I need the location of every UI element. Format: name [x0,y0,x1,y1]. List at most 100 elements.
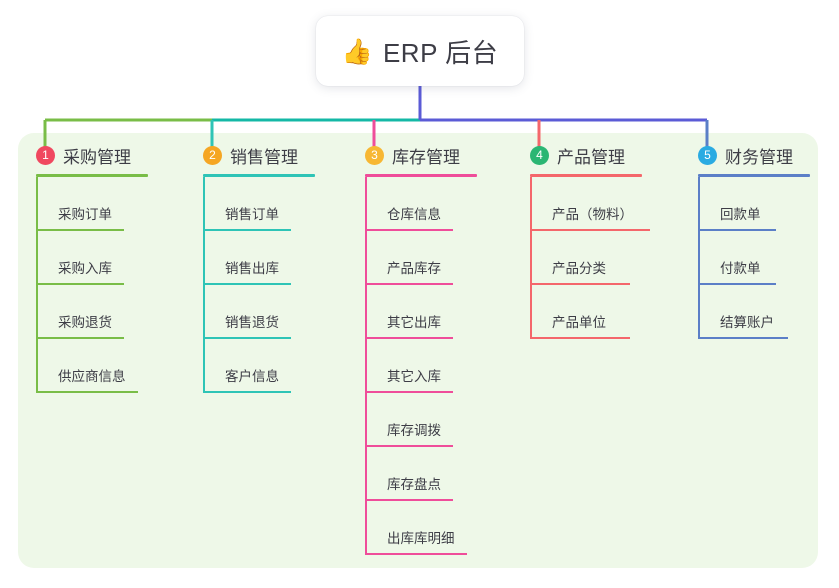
leaf-underline [530,283,630,285]
column-header[interactable]: 4 产品管理 [530,143,690,167]
list-item[interactable]: 库存调拨 [365,393,515,447]
leaf-underline [365,283,453,285]
leaf-label: 其它出库 [387,315,441,330]
column-header[interactable]: 1 采购管理 [36,143,186,167]
list-item[interactable]: 出库库明细 [365,501,515,555]
leaf-label: 结算账户 [720,315,774,330]
leaf-label: 采购入库 [58,261,112,276]
branch-trunk [698,177,700,339]
leaf-label: 其它入库 [387,369,441,384]
leaf-underline [365,229,453,231]
branch-items: 采购订单 采购入库 采购退货 供应商信息 [36,177,186,393]
branch-column-finance: 5 财务管理 回款单 付款单 结算账户 [698,143,828,339]
list-item[interactable]: 产品分类 [530,231,690,285]
leaf-underline [530,337,630,339]
branch-column-sales: 2 销售管理 销售订单 销售出库 销售退货 客户信息 [203,143,353,393]
list-item[interactable]: 采购订单 [36,177,186,231]
leaf-underline [36,391,138,393]
list-item[interactable]: 库存盘点 [365,447,515,501]
column-underline [365,174,477,177]
list-item[interactable]: 仓库信息 [365,177,515,231]
list-item[interactable]: 其它出库 [365,285,515,339]
leaf-label: 销售出库 [225,261,279,276]
branch-trunk [203,177,205,393]
column-underline [698,174,810,177]
column-badge-number: 2 [203,145,222,165]
list-item[interactable]: 回款单 [698,177,828,231]
branches-panel [18,133,818,568]
leaf-label: 产品（物料） [552,207,633,222]
list-item[interactable]: 付款单 [698,231,828,285]
leaf-label: 销售退货 [225,315,279,330]
branch-column-purchasing: 1 采购管理 采购订单 采购入库 采购退货 供应商信息 [36,143,186,393]
branch-items: 回款单 付款单 结算账户 [698,177,828,339]
leaf-label: 出库库明细 [387,531,455,546]
root-node[interactable]: 👍 ERP 后台 [316,16,524,86]
column-badge-number: 4 [530,145,549,165]
leaf-underline [203,229,291,231]
list-item[interactable]: 结算账户 [698,285,828,339]
leaf-label: 付款单 [720,261,761,276]
leaf-underline [36,337,124,339]
leaf-underline [530,229,650,231]
column-title: 产品管理 [557,147,625,167]
column-title: 财务管理 [725,147,793,167]
leaf-label: 产品分类 [552,261,606,276]
column-underline [203,174,315,177]
leaf-label: 采购订单 [58,207,112,222]
list-item[interactable]: 其它入库 [365,339,515,393]
list-item[interactable]: 产品（物料） [530,177,690,231]
column-badge-number: 5 [698,145,717,165]
branch-items: 产品（物料） 产品分类 产品单位 [530,177,690,339]
column-title: 销售管理 [230,147,298,167]
list-item[interactable]: 采购退货 [36,285,186,339]
thumbs-up-icon: 👍 [341,36,373,66]
branch-trunk [530,177,532,339]
column-header[interactable]: 2 销售管理 [203,143,353,167]
list-item[interactable]: 销售出库 [203,231,353,285]
list-item[interactable]: 销售退货 [203,285,353,339]
branch-trunk [36,177,38,393]
leaf-underline [36,283,124,285]
branch-items: 销售订单 销售出库 销售退货 客户信息 [203,177,353,393]
leaf-underline [36,229,124,231]
leaf-underline [365,499,453,501]
list-item[interactable]: 销售订单 [203,177,353,231]
column-badge-number: 1 [36,145,55,165]
branch-column-inventory: 3 库存管理 仓库信息 产品库存 其它出库 其它入库 库存调拨 [365,143,515,555]
column-badge-number: 3 [365,145,384,165]
leaf-underline [698,337,788,339]
leaf-label: 销售订单 [225,207,279,222]
list-item[interactable]: 供应商信息 [36,339,186,393]
leaf-underline [365,553,467,555]
column-underline [36,174,148,177]
leaf-underline [365,445,453,447]
leaf-label: 库存调拨 [387,423,441,438]
leaf-underline [698,283,776,285]
column-header[interactable]: 5 财务管理 [698,143,828,167]
leaf-label: 产品单位 [552,315,606,330]
list-item[interactable]: 采购入库 [36,231,186,285]
leaf-label: 供应商信息 [58,369,126,384]
root-node-content: 👍 ERP 后台 [342,33,498,70]
leaf-label: 客户信息 [225,369,279,384]
leaf-underline [203,283,291,285]
branch-trunk [365,177,367,555]
branch-items: 仓库信息 产品库存 其它出库 其它入库 库存调拨 库存盘点 [365,177,515,555]
column-underline [530,174,642,177]
leaf-label: 回款单 [720,207,761,222]
leaf-label: 产品库存 [387,261,441,276]
column-header[interactable]: 3 库存管理 [365,143,515,167]
leaf-underline [365,391,453,393]
list-item[interactable]: 客户信息 [203,339,353,393]
leaf-label: 采购退货 [58,315,112,330]
leaf-underline [365,337,453,339]
leaf-underline [203,391,291,393]
list-item[interactable]: 产品单位 [530,285,690,339]
page-title: ERP 后台 [382,37,499,68]
leaf-label: 库存盘点 [387,477,441,492]
leaf-underline [698,229,776,231]
leaf-label: 仓库信息 [387,207,441,222]
list-item[interactable]: 产品库存 [365,231,515,285]
